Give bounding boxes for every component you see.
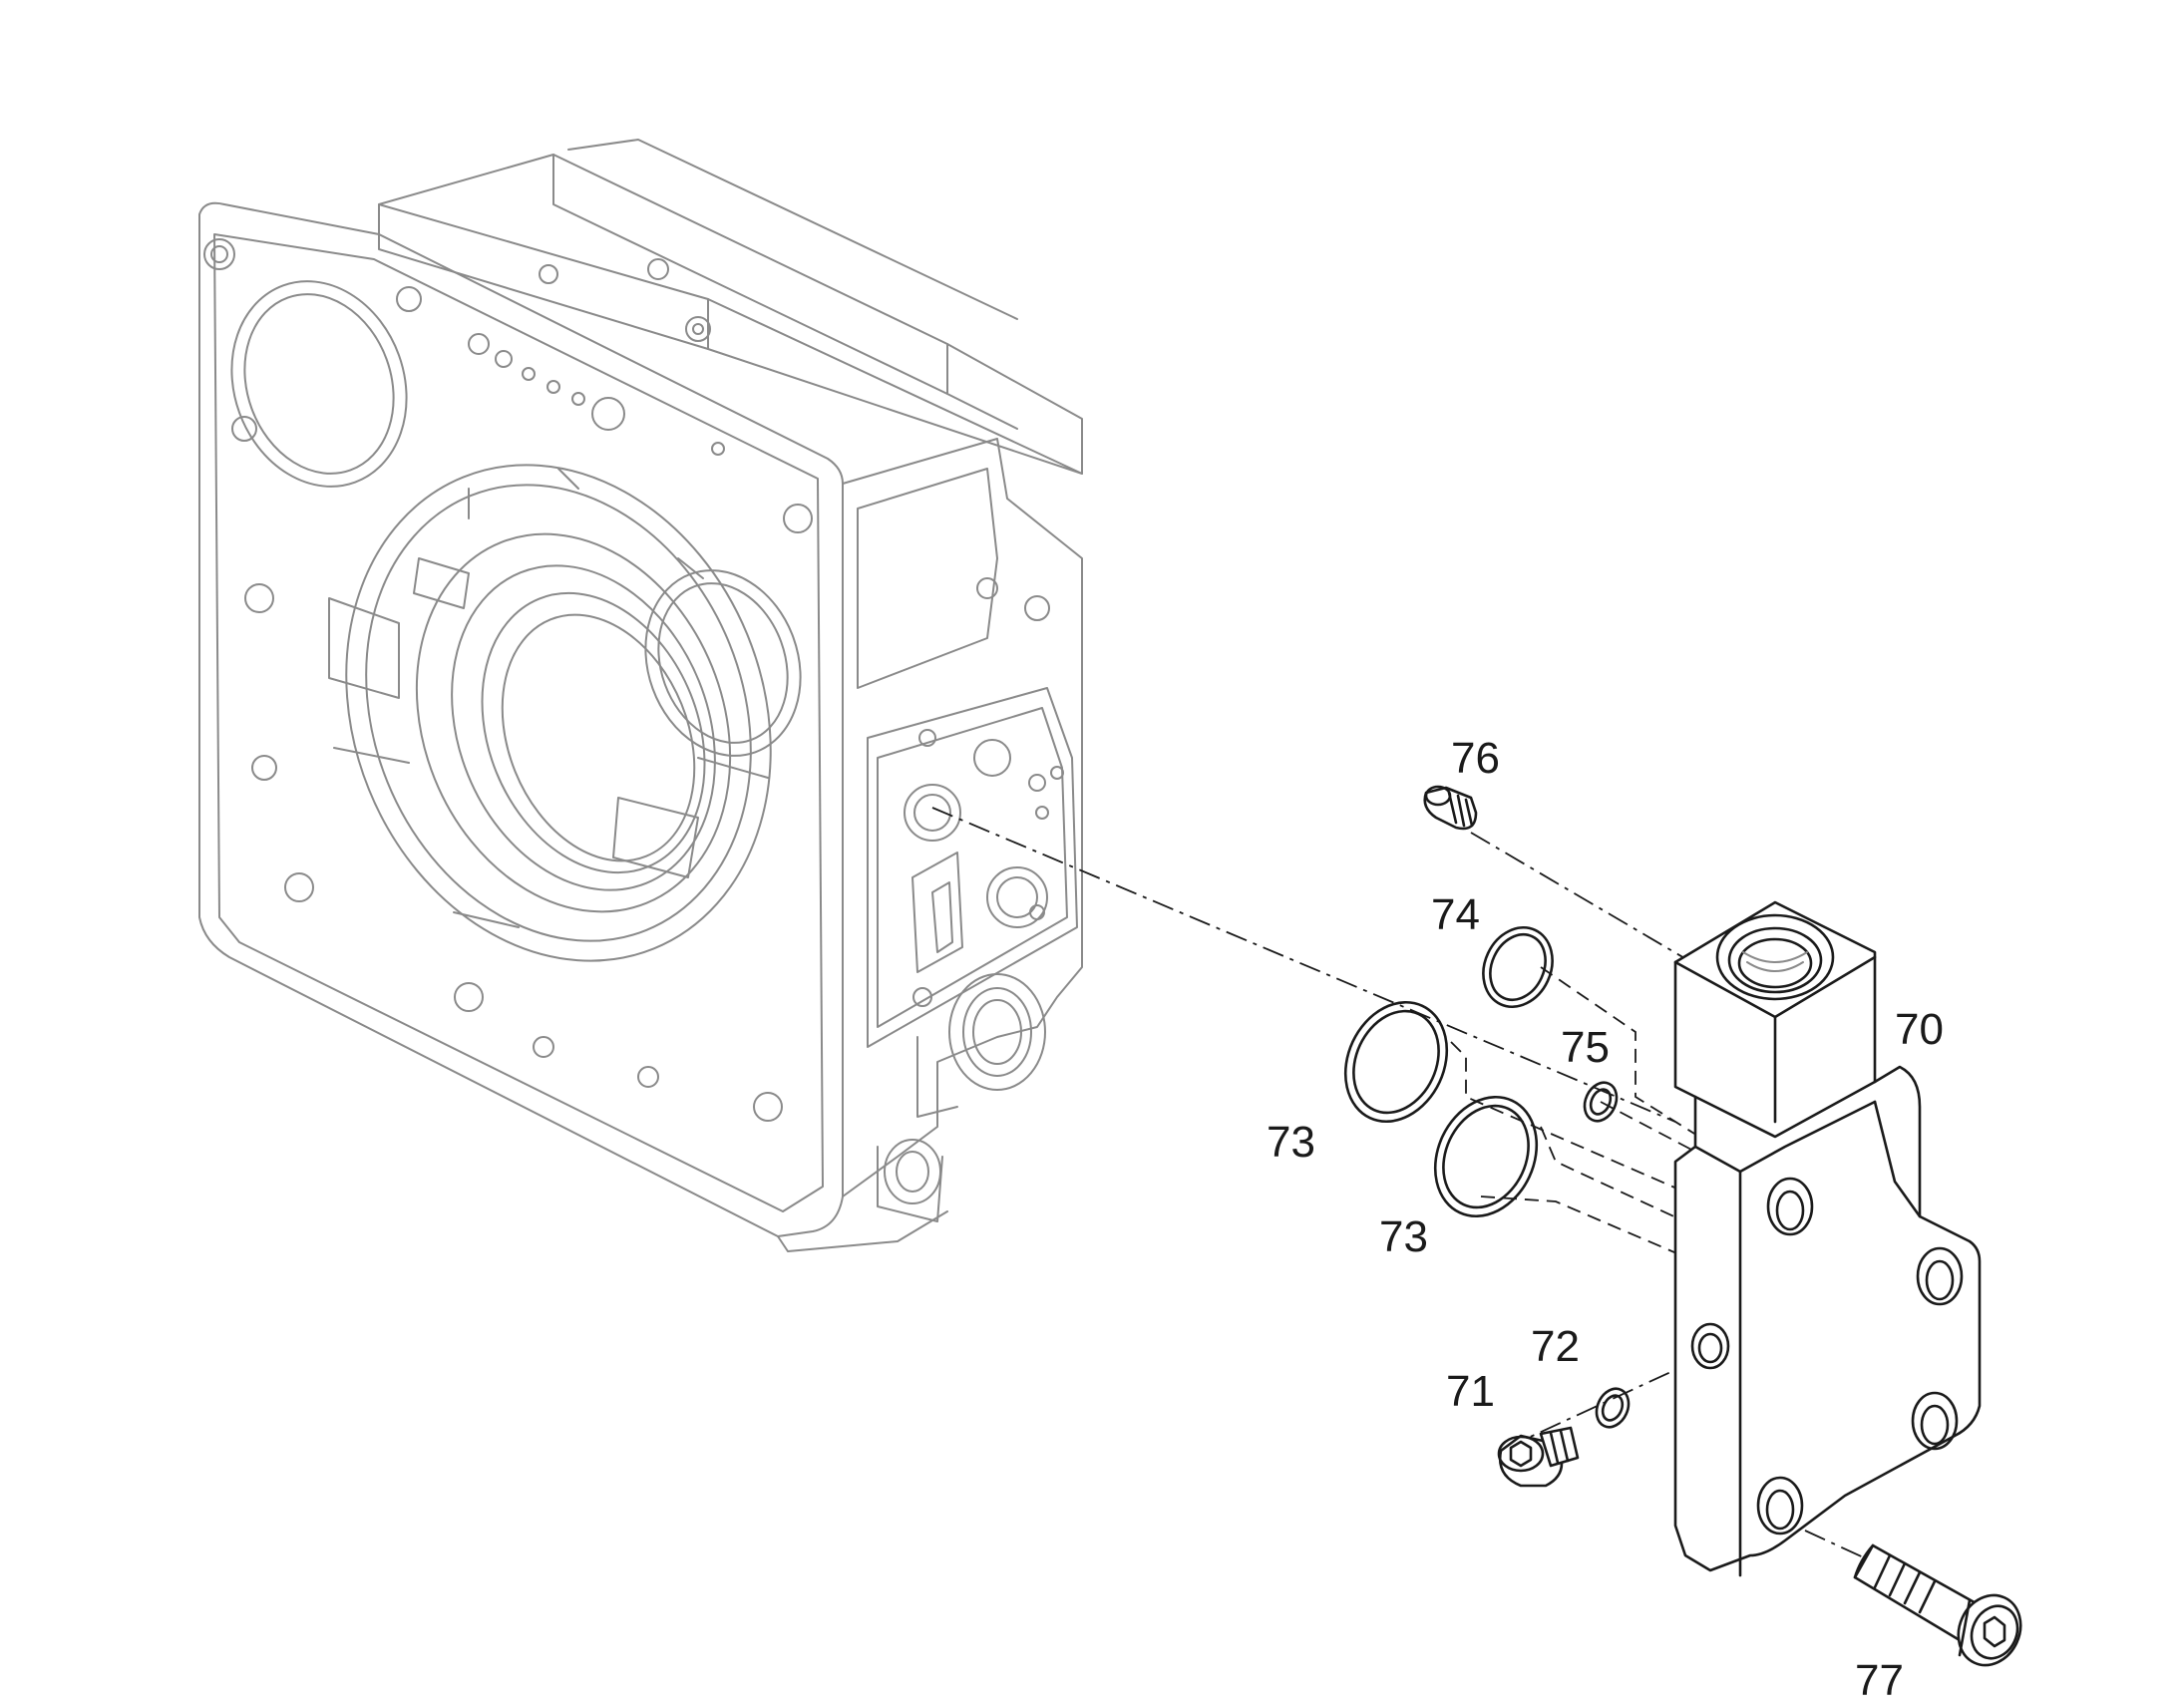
- label-part-73-lower: 73: [1379, 1212, 1428, 1261]
- o-ring-part-75: [1583, 1081, 1619, 1123]
- label-part-70: 70: [1895, 1005, 1944, 1054]
- plug-screw-part-71: [1497, 1426, 1580, 1488]
- o-ring-part-74: [1482, 926, 1554, 1008]
- part-number-labels: 70 71 72 73 73 74 75 76 77: [1267, 734, 1944, 1705]
- label-part-72: 72: [1531, 1322, 1580, 1371]
- label-part-74: 74: [1431, 890, 1480, 939]
- label-part-76: 76: [1451, 734, 1500, 783]
- plug-part-76: [1423, 785, 1478, 831]
- transmission-housing: [198, 139, 1083, 1252]
- cap-screw-part-77: [1853, 1543, 2022, 1667]
- label-part-75: 75: [1561, 1023, 1610, 1072]
- label-part-71: 71: [1446, 1367, 1495, 1416]
- o-ring-part-72: [1595, 1387, 1631, 1429]
- label-part-77: 77: [1855, 1656, 1904, 1705]
- valve-block-part: [1673, 900, 1982, 1577]
- label-part-73-upper: 73: [1267, 1118, 1315, 1167]
- o-ring-part-73-upper: [1343, 1000, 1449, 1124]
- o-ring-part-73-lower: [1433, 1095, 1539, 1218]
